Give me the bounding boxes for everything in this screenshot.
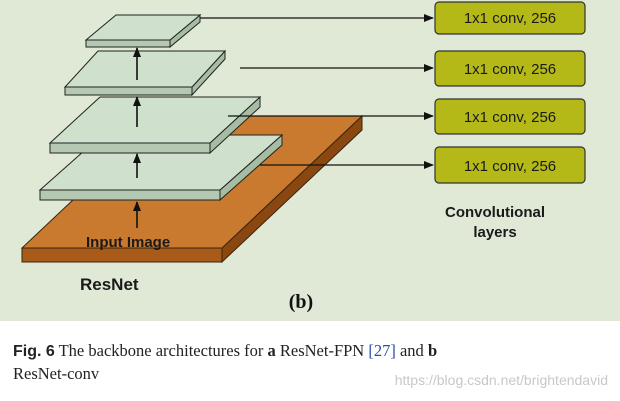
conv-box-label: 1x1 conv, 256	[464, 158, 556, 175]
feature-plate-4	[84, 13, 202, 49]
conv-layers-label-line1: Convolutional	[445, 204, 545, 221]
subfigure-label: (b)	[289, 291, 313, 313]
caption-text-2: ResNet-FPN	[275, 341, 369, 360]
watermark: https://blog.csdn.net/brightendavid	[394, 372, 608, 388]
resnet-conv-diagram: 1x1 conv, 256 1x1 conv, 256 1x1 conv, 25…	[20, 1, 586, 313]
figure-caption: Fig. 6 The backbone architectures for a …	[13, 340, 608, 385]
conv-box-3: 1x1 conv, 256	[434, 98, 586, 135]
conv-box-label: 1x1 conv, 256	[464, 61, 556, 78]
caption-b: b	[427, 341, 438, 360]
conv-box-4: 1x1 conv, 256	[434, 146, 586, 184]
caption-text-3: and	[395, 341, 428, 360]
citation-link[interactable]: [27]	[368, 341, 396, 360]
fig-number: Fig. 6	[13, 343, 55, 360]
feature-plate-2	[48, 95, 262, 155]
diagram-panel: 1x1 conv, 256 1x1 conv, 256 1x1 conv, 25…	[0, 0, 620, 321]
caption-text-1: The backbone architectures for	[54, 341, 268, 360]
resnet-label: ResNet	[80, 275, 139, 294]
input-image-label: Input Image	[86, 234, 170, 251]
conv-box-2: 1x1 conv, 256	[434, 50, 586, 87]
caption-text-4: ResNet-conv	[13, 364, 100, 383]
conv-layers-label-line2: layers	[473, 224, 516, 241]
conv-box-label: 1x1 conv, 256	[464, 10, 556, 27]
conv-box-1: 1x1 conv, 256	[434, 1, 586, 35]
conv-box-label: 1x1 conv, 256	[464, 109, 556, 126]
caption-a: a	[267, 341, 276, 360]
feature-plate-3	[63, 49, 227, 97]
